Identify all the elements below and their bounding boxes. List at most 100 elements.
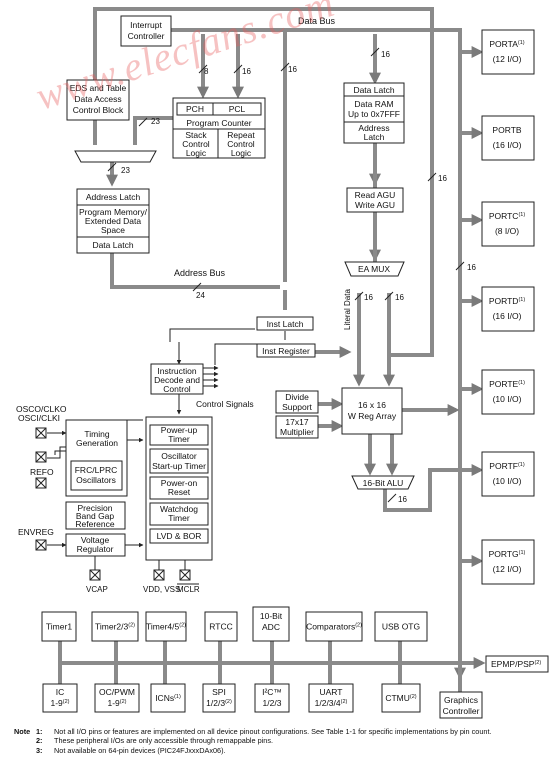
epmp-label: EPMP/PSP(2)	[491, 659, 541, 669]
port-io-count: (12 I/O)	[493, 54, 522, 64]
svg-text:Inst Register: Inst Register	[262, 346, 310, 356]
ports: PORTA(1)(12 I/O)PORTB(16 I/O)PORTC(1)(8 …	[481, 29, 535, 585]
epmp-psp: EPMP/PSP(2)	[485, 655, 549, 673]
width-label: 16	[467, 263, 476, 272]
port-io-count: (10 I/O)	[493, 476, 522, 486]
peripheral-block: USB OTG	[374, 611, 428, 642]
ea-mux: EA MUX	[344, 261, 405, 277]
svg-text:Data Latch: Data Latch	[353, 85, 394, 95]
pin-label: VDD, VSS	[143, 585, 180, 594]
svg-text:Precision: Precision	[78, 503, 113, 513]
svg-text:Reset: Reset	[168, 487, 191, 497]
peripheral-label: ADC	[262, 622, 280, 632]
svg-text:W Reg Array: W Reg Array	[348, 411, 397, 421]
svg-text:Divide: Divide	[285, 392, 309, 402]
port-name: PORTG(1)	[489, 549, 526, 559]
svg-text:Timer: Timer	[168, 434, 190, 444]
peripheral-block: RTCC	[204, 611, 238, 642]
voltage-regulator: Voltage Regulator	[65, 533, 126, 557]
width-markers	[107, 47, 465, 503]
peripheral-label: Controller	[443, 706, 480, 716]
data-bus-label: Data Bus	[298, 16, 336, 26]
band-gap-reference: Precision Band Gap Reference	[65, 501, 126, 530]
svg-text:PCL: PCL	[229, 104, 246, 114]
port-io-count: (8 I/O)	[495, 226, 519, 236]
port-name: PORTF(1)	[489, 461, 525, 471]
svg-text:Stack: Stack	[185, 130, 207, 140]
peripheral-block: Timer1	[41, 611, 77, 642]
w-reg-array: 16 x 16 W Reg Array	[341, 387, 403, 435]
svg-text:17x17: 17x17	[285, 417, 308, 427]
refo-label: REFO	[30, 467, 54, 477]
inst-latch: Inst Latch	[256, 316, 314, 331]
port-portg: PORTG(1)(12 I/O)	[481, 539, 535, 585]
peripheral-label: ICNs(1)	[155, 693, 181, 703]
peripheral-label: 1/2/3(2)	[206, 698, 232, 708]
svg-text:Start-up Timer: Start-up Timer	[152, 461, 206, 471]
peripheral-label: IC	[56, 687, 65, 697]
peripheral-label: 1/2/3/4(2)	[315, 698, 348, 708]
timing-generation: Timing Generation FRC/LPRC Oscillators	[65, 419, 128, 497]
program-memory-block: Address Latch Program Memory/ Extended D…	[76, 188, 150, 254]
svg-text:Voltage: Voltage	[81, 535, 110, 545]
port-portd: PORTD(1)(16 I/O)	[481, 286, 535, 332]
svg-text:Controller: Controller	[128, 31, 165, 41]
svg-text:Logic: Logic	[231, 148, 252, 158]
peripheral-label: USB OTG	[382, 622, 420, 632]
svg-text:EDS and Table: EDS and Table	[70, 83, 127, 93]
svg-text:Data Latch: Data Latch	[92, 240, 133, 250]
eds-table-control-block: EDS and Table Data Access Control Block	[66, 79, 130, 121]
port-portc: PORTC(1) (8 I/O)	[481, 201, 535, 247]
svg-text:EA MUX: EA MUX	[358, 264, 390, 274]
svg-text:Timer: Timer	[168, 513, 190, 523]
svg-text:Logic: Logic	[186, 148, 207, 158]
width-label: 23	[151, 117, 160, 126]
peripheral-label: Comparators(2)	[306, 622, 362, 632]
svg-text:Watchdog: Watchdog	[160, 504, 198, 514]
interrupt-controller: Interrupt Controller	[120, 15, 172, 47]
literal-data-label: Literal Data	[343, 289, 352, 330]
address-bus-label: Address Bus	[174, 268, 226, 278]
svg-text:PCH: PCH	[186, 104, 204, 114]
svg-text:Oscillator: Oscillator	[161, 451, 197, 461]
core-buses	[300, 138, 460, 512]
footnote: 2:These peripheral I/Os are only accessi…	[36, 736, 274, 746]
svg-text:Address Latch: Address Latch	[86, 192, 141, 202]
control-signals-label: Control Signals	[196, 399, 254, 409]
port-io-count: (16 I/O)	[493, 311, 522, 321]
pin-label: MCLR	[177, 585, 200, 594]
svg-text:Generation: Generation	[76, 438, 118, 448]
peripheral-block: ICNs(1)	[150, 683, 186, 713]
port-portf: PORTF(1) (10 I/O)	[481, 451, 535, 497]
width-label: 16	[398, 495, 407, 504]
footnote: 3:Not available on 64-pin devices (PIC24…	[36, 745, 226, 755]
svg-text:Band Gap: Band Gap	[76, 511, 115, 521]
port-name: PORTE(1)	[489, 379, 525, 389]
peripheral-label: UART	[320, 687, 343, 697]
svg-text:Reference: Reference	[75, 519, 114, 529]
port-name: PORTC(1)	[489, 211, 525, 221]
svg-text:Read AGU: Read AGU	[355, 190, 396, 200]
peripheral-label: OC/PWM	[99, 687, 135, 697]
envreg-label: ENVREG	[18, 527, 54, 537]
svg-text:FRC/LPRC: FRC/LPRC	[75, 465, 118, 475]
svg-text:Up to 0x7FFF: Up to 0x7FFF	[348, 109, 400, 119]
peripheral-block: CTMU(2)	[381, 683, 421, 713]
peripheral-label: RTCC	[209, 622, 232, 632]
peripheral-block: Comparators(2)	[305, 611, 363, 642]
peripheral-label: Timer2/3(2)	[95, 622, 135, 632]
svg-text:Control: Control	[182, 139, 210, 149]
svg-text:16 x 16: 16 x 16	[358, 400, 386, 410]
peripheral-label: SPI	[212, 687, 226, 697]
reset-block: Power-up Timer Oscillator Start-up Timer…	[145, 416, 213, 561]
inst-register: Inst Register	[256, 343, 316, 358]
svg-text:Repeat: Repeat	[227, 130, 255, 140]
peripheral-label: CTMU(2)	[385, 693, 416, 703]
svg-text:Data Access: Data Access	[74, 94, 121, 104]
